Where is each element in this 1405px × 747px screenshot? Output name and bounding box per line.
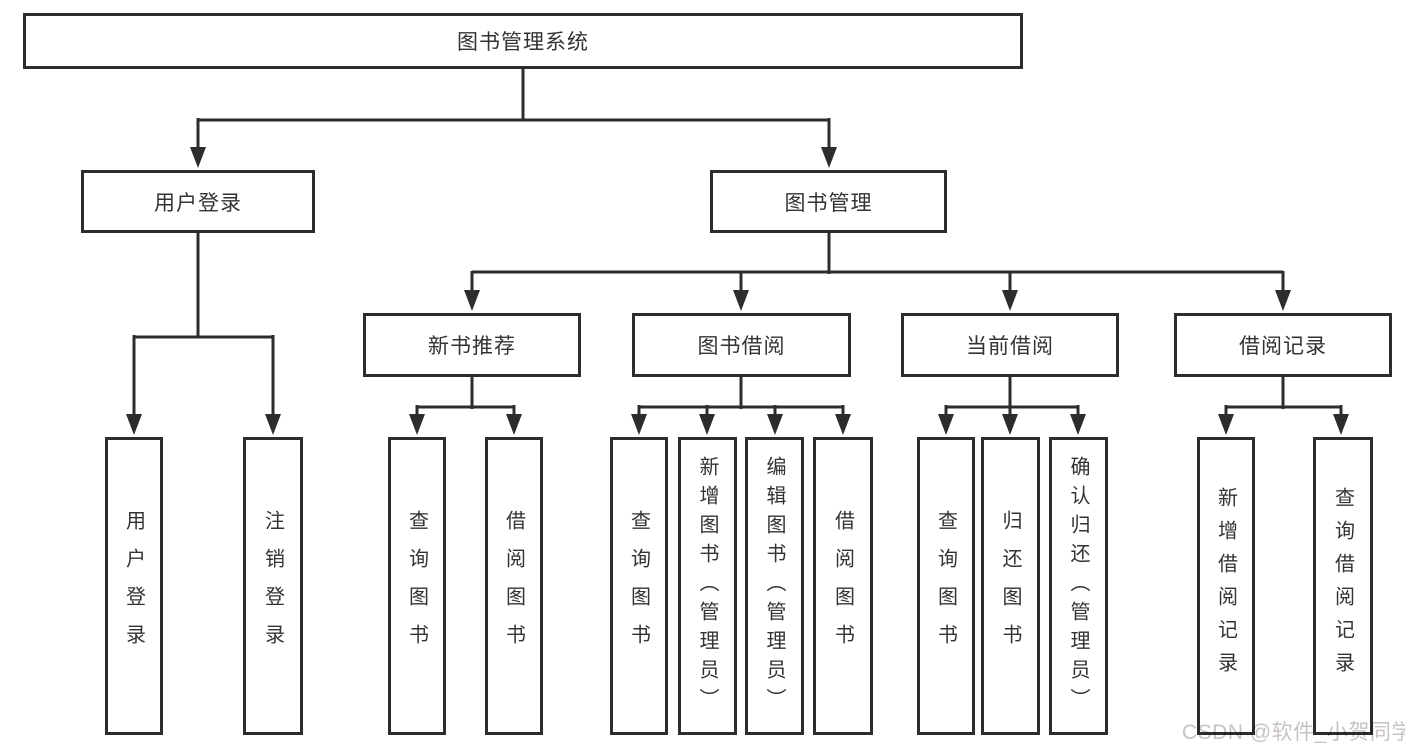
arrowhead-icon <box>699 414 715 435</box>
arrowhead-icon <box>1002 290 1018 311</box>
leaf-borrow-books: 借阅图书 <box>813 437 873 735</box>
node-book-borrowing: 图书借阅 <box>632 313 851 377</box>
arrowhead-icon <box>938 414 954 435</box>
leaf-return-books: 归还图书 <box>981 437 1040 735</box>
leaf-add-books-admin: 新增图书（管理员） <box>678 437 737 735</box>
arrowhead-icon <box>506 414 522 435</box>
node-root-system: 图书管理系统 <box>23 13 1023 69</box>
node-borrowing-records: 借阅记录 <box>1174 313 1392 377</box>
leaf-query-borrow-record: 查询借阅记录 <box>1313 437 1373 735</box>
arrowhead-icon <box>1218 414 1234 435</box>
node-book-management: 图书管理 <box>710 170 947 233</box>
leaf-query-books-current: 查询图书 <box>917 437 975 735</box>
leaf-query-books-borrow: 查询图书 <box>610 437 668 735</box>
arrowhead-icon <box>409 414 425 435</box>
leaf-add-borrow-record: 新增借阅记录 <box>1197 437 1255 735</box>
arrowhead-icon <box>464 290 480 311</box>
leaf-borrow-books-recommend: 借阅图书 <box>485 437 543 735</box>
tree-edges <box>132 66 1343 416</box>
leaf-query-books-recommend: 查询图书 <box>388 437 446 735</box>
arrowhead-icon <box>767 414 783 435</box>
arrowhead-icon <box>190 147 206 168</box>
arrowhead-icon <box>126 414 142 435</box>
arrowhead-icon <box>1002 414 1018 435</box>
node-current-borrowing: 当前借阅 <box>901 313 1119 377</box>
node-new-book-recommend: 新书推荐 <box>363 313 581 377</box>
arrowhead-icon <box>835 414 851 435</box>
arrowhead-icon <box>1275 290 1291 311</box>
arrowhead-icon <box>1070 414 1086 435</box>
arrowhead-icon <box>821 147 837 168</box>
arrowhead-icon <box>265 414 281 435</box>
leaf-logout-login: 注销登录 <box>243 437 303 735</box>
arrowhead-icon <box>631 414 647 435</box>
arrowhead-icon <box>733 290 749 311</box>
node-user-login: 用户登录 <box>81 170 315 233</box>
leaf-confirm-return-admin: 确认归还（管理员） <box>1049 437 1108 735</box>
arrowheads <box>126 147 1349 435</box>
leaf-user-login: 用户登录 <box>105 437 163 735</box>
csdn-watermark: CSDN @软件_小贺同学 <box>1182 721 1405 744</box>
leaf-edit-books-admin: 编辑图书（管理员） <box>745 437 804 735</box>
arrowhead-icon <box>1333 414 1349 435</box>
